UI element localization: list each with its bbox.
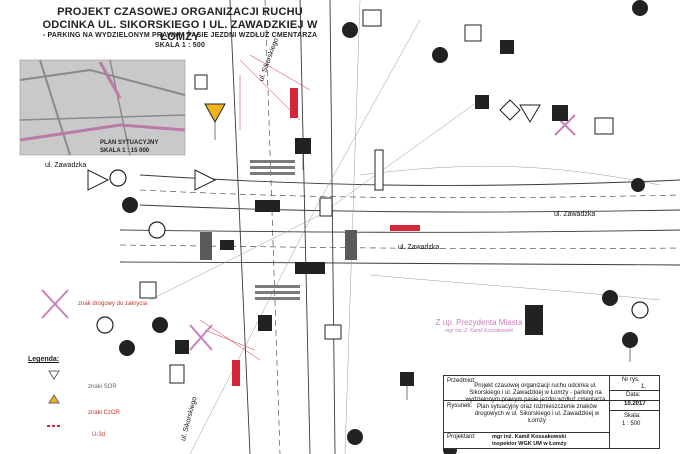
subject-label: Przedmiot:	[447, 378, 476, 384]
street-label-zawadzka-lower: ul. Zawadzka	[398, 244, 440, 251]
header-line-2: ODCINKA UL. SIKORSKIEGO I UL. ZAWADZKIEJ…	[42, 19, 318, 43]
stamp-line-2: mgr inż. Z. Kamil Kossakowski	[445, 328, 513, 334]
header-scale: SKALA 1 : 500	[154, 42, 206, 49]
legend-title: Legenda:	[28, 356, 60, 363]
scale-label: Skala:	[624, 413, 641, 419]
date-label: Data:	[626, 392, 641, 398]
stamp-line-1: Z up. Prezydenta Miasta	[435, 318, 523, 327]
red-barrier-icon	[47, 425, 61, 427]
situation-plan-title: PLAN SYTUACYJNY	[100, 140, 159, 146]
triangle-sign-icon	[48, 370, 60, 380]
sheet-label: Nr rys.	[622, 377, 640, 383]
subject-text: Projekt czasowej organizacji ruchu odcin…	[465, 383, 606, 403]
header-line-3: - PARKING NA WYDZIELONYM PRAWYM PASIE JE…	[42, 32, 318, 39]
designer-name: mgr inż. Kamil Kossakowski	[492, 434, 566, 440]
approval-stamp: Z up. Prezydenta Miasta mgr inż. Z. Kami…	[424, 318, 534, 336]
sheet-value: 1.	[641, 384, 647, 390]
crosswalks	[200, 160, 357, 300]
street-label-zawadzka-right: ul. Zawadzka	[554, 211, 596, 218]
header-line-1: PROJEKT CZASOWEJ ORGANIZACJI RUCHU	[57, 6, 303, 18]
sign-poles	[214, 122, 631, 400]
drawing-label: Rysunek:	[447, 403, 473, 409]
legend: Legenda: znaki SOR znaki CzOR U-3d	[28, 356, 148, 438]
road-zawadzka	[119, 166, 680, 301]
designer-role: inspektor WGK UM w Łomży	[492, 441, 567, 447]
legend-item-sor: znaki SOR	[88, 384, 117, 390]
street-label-zawadzka-left: ul. Zawadzka	[45, 162, 87, 169]
road-sikorskiego	[149, 0, 481, 454]
drawing-text: Plan sytuacyjny oraz rozmieszczenie znak…	[474, 404, 600, 424]
barriers	[232, 88, 420, 386]
title-block: Przedmiot: Projekt czasowej organizacji …	[443, 375, 660, 449]
designer-label: Projektant:	[447, 434, 476, 440]
scale-value: 1 : 500	[622, 421, 641, 427]
legend-item-czor: znaki CzOR	[88, 410, 121, 416]
situation-plan-scale: SKALA 1 : 15 000	[100, 148, 150, 154]
warning-sign-icon	[48, 394, 60, 404]
removed-sign-note: znak drogowy do zakrycia	[78, 301, 148, 307]
legend-item-u3d: U-3d	[92, 432, 106, 438]
situation-plan-map	[19, 59, 186, 156]
date-value: 10.2017	[624, 401, 646, 407]
